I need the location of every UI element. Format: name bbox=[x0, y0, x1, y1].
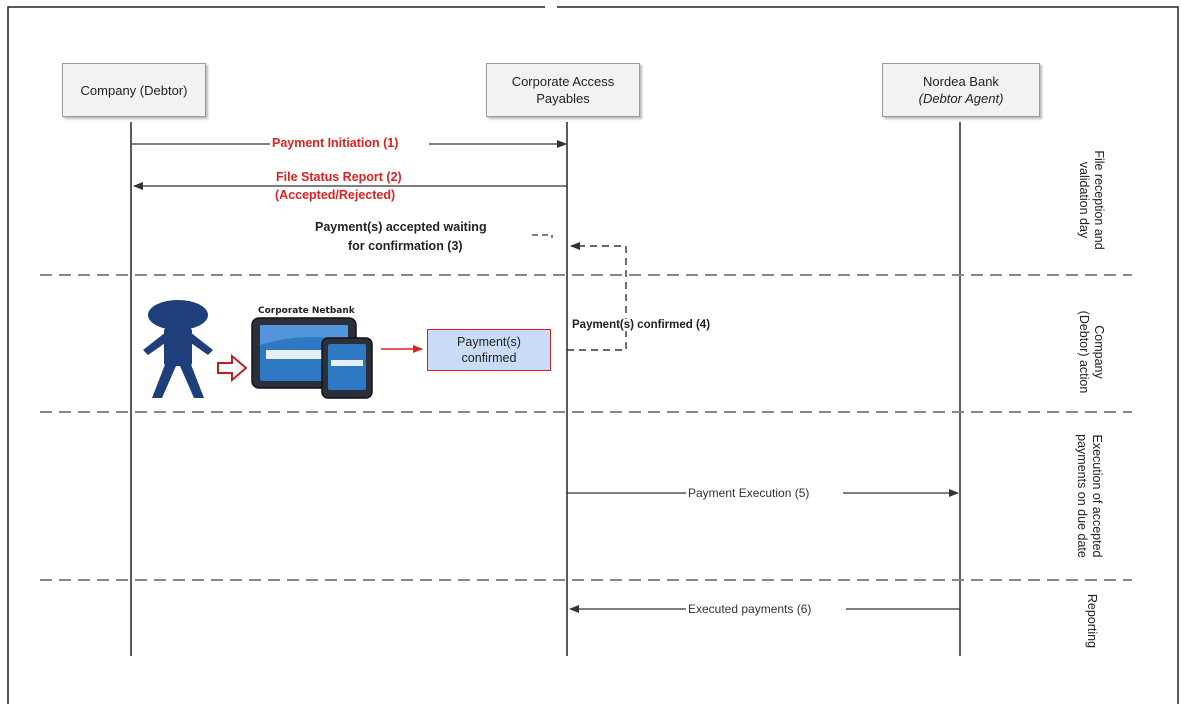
diagram-frame bbox=[7, 6, 1179, 704]
participant-company: Company (Debtor) bbox=[62, 63, 206, 117]
phase-reporting: Reporting bbox=[1081, 581, 1099, 661]
msg2-label-line1: File Status Report (2) bbox=[276, 170, 402, 184]
phase-company-action: Company (Debtor) action bbox=[1074, 302, 1106, 402]
msg1-label: Payment Initiation (1) bbox=[272, 136, 399, 150]
hollow-arrow-icon bbox=[217, 353, 248, 383]
phase-execution: Execution of accepted payments on due da… bbox=[1072, 416, 1104, 576]
msg3-stub bbox=[532, 234, 553, 238]
person-icon bbox=[143, 300, 213, 398]
confirm-box-line2: confirmed bbox=[461, 351, 517, 365]
msg4-label: Payment(s) confirmed (4) bbox=[572, 319, 711, 331]
phase1-line1: File reception and bbox=[1092, 150, 1106, 250]
participant-nordea-line2: Debtor Agent bbox=[922, 91, 1000, 106]
participant-nordea-line1: Nordea Bank bbox=[923, 74, 999, 89]
participant-cap-line2: Payables bbox=[536, 91, 590, 106]
participant-company-label: Company (Debtor) bbox=[80, 82, 188, 98]
phase2-line2: (Debtor) action bbox=[1077, 310, 1091, 394]
msg2-label-line2: (Accepted/Rejected) bbox=[275, 188, 396, 202]
phase4-label: Reporting bbox=[1085, 593, 1099, 649]
participant-nordea: Nordea Bank (Debtor Agent) bbox=[882, 63, 1040, 117]
phone-device-icon bbox=[321, 337, 373, 399]
confirm-box-line1: Payment(s) bbox=[457, 335, 521, 349]
payment-confirmed-box: Payment(s) confirmed bbox=[427, 329, 551, 371]
msg3-label-line1: Payment(s) accepted waiting bbox=[315, 220, 487, 234]
phase2-line1: Company bbox=[1092, 325, 1106, 379]
app-title: Corporate Netbank bbox=[258, 306, 355, 316]
phase-file-reception: File reception and validation day bbox=[1074, 130, 1106, 270]
msg6-label: Executed payments (6) bbox=[688, 602, 812, 616]
msg4-loop bbox=[567, 242, 627, 351]
participant-cap-line1: Corporate Access bbox=[511, 74, 615, 89]
msg5-label: Payment Execution (5) bbox=[688, 486, 810, 500]
phase3-line2: payments on due date bbox=[1075, 434, 1089, 558]
phase1-line2: validation day bbox=[1077, 161, 1091, 239]
msg3-label-line2: for confirmation (3) bbox=[348, 239, 463, 253]
frame-gap bbox=[545, 0, 557, 8]
participant-corporate-access: Corporate Access Payables bbox=[486, 63, 640, 117]
phase3-line1: Execution of accepted bbox=[1090, 434, 1104, 558]
